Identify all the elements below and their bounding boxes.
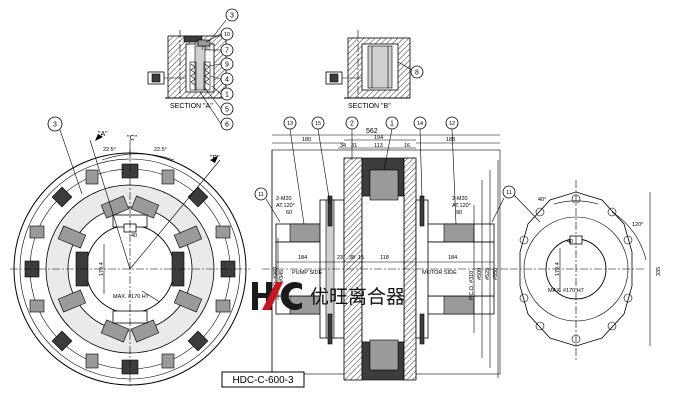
logo-text: 优旺离合器 (310, 286, 405, 308)
dim-345: #345 (279, 270, 285, 282)
dim-overall: 562 (366, 128, 378, 135)
balloon-8: 8 (415, 70, 419, 77)
end-angle-right: 120° (632, 222, 643, 228)
section-b-view: SECTION "B" 8 (325, 30, 424, 110)
balloon-6: 6 (225, 122, 229, 129)
dim-184-left: 184 (298, 255, 307, 261)
section-mark-b: "B" (210, 155, 220, 162)
end-dim-right: 335 (656, 267, 662, 276)
dim-pcd-right: P.C.D. #310 (469, 271, 475, 300)
balloon-11-left: 11 (258, 192, 264, 198)
dim-center: 194 (374, 135, 383, 141)
dim-31: 31 (351, 143, 357, 149)
front-bore-dim: 179.4 (99, 262, 105, 276)
balloon-15: 15 (315, 121, 321, 127)
dim-500: #500 (477, 268, 483, 280)
side-view: 562 180 194 188 34 31 113 16 184 23 38 1… (254, 116, 516, 381)
section-a-label: SECTION "A" (170, 103, 213, 110)
note-bolts-left: 2-M20 (276, 196, 292, 202)
dim-right-hub: 188 (446, 137, 455, 143)
label-motor-side: MOTOR SIDE (422, 270, 457, 276)
section-mark-a: "A" (98, 131, 108, 138)
section-mark-c: "C" (127, 135, 138, 142)
note-bolts-right-at: AT.120° (452, 203, 471, 209)
angle-left: 22.5° (103, 147, 116, 153)
dim-pcd-left: P.C.D. #260 (273, 267, 279, 296)
balloon-9: 9 (225, 62, 229, 69)
balloon-3-a: 3 (230, 13, 234, 20)
balloon-2: 2 (350, 121, 354, 128)
section-a-view: T10 SECTION "A" (147, 30, 227, 110)
balloon-1-a: 1 (225, 92, 229, 99)
note-bolts-left-at: AT.120° (276, 203, 295, 209)
balloon-11-right: 11 (506, 190, 512, 196)
balloon-4: 4 (225, 77, 229, 84)
svg-text:T10: T10 (201, 46, 210, 52)
balloon-10: 10 (224, 32, 230, 38)
end-bore-dim: 179.4 (555, 262, 561, 276)
dim-550: #550 (493, 268, 499, 280)
balloon-7: 7 (225, 48, 229, 55)
balloon-3-front: 3 (53, 122, 57, 129)
dim-118: 118 (380, 255, 389, 261)
dim-23: 23 (337, 255, 343, 261)
front-keyway-dim: 40 (131, 233, 137, 239)
end-keyway-dim: 40 (567, 239, 573, 245)
dim-184-right: 184 (448, 255, 457, 261)
section-a-balloons: 3 10 7 9 4 1 5 6 (199, 8, 239, 131)
balloon-12: 12 (449, 121, 455, 127)
dim-34: 34 (340, 143, 346, 149)
dim-left-hub: 180 (302, 137, 311, 143)
drawing-code-block: HDC-C-600-3 (221, 371, 305, 388)
dim-15: 15 (358, 255, 364, 261)
end-bore-note: MAX. #170 H7 (548, 288, 584, 294)
dim-16: 16 (404, 143, 410, 149)
section-b-label: SECTION "B" (348, 103, 391, 110)
end-angle-top: 40° (538, 197, 546, 203)
front-view: "A" "B" "C" 22.5° 22.5° 179.4 40 MAX. #1… (10, 116, 250, 388)
balloon-5: 5 (225, 107, 229, 114)
front-bore-note: MAX. #170 H7 (113, 294, 149, 300)
dim-113: 113 (374, 143, 383, 149)
drawing-code: HDC-C-600-3 (232, 375, 294, 386)
angle-right: 22.5° (154, 147, 167, 153)
balloon-13: 13 (287, 121, 293, 127)
note-bolts-right: 2-M20 (452, 196, 468, 202)
dim-525: #525 (485, 268, 491, 280)
company-logo: 优旺离合器 (252, 282, 405, 311)
dim-60: 60 (286, 210, 292, 216)
balloon-1-side: 1 (390, 121, 394, 128)
dim-38: 38 (349, 255, 355, 261)
end-view: 179.4 40 MAX. #170 H7 40° 120° 335 (508, 180, 662, 360)
dim-90: 90 (456, 210, 462, 216)
label-pump-side: PUMP SIDE (292, 270, 322, 276)
balloon-14: 14 (417, 121, 423, 127)
